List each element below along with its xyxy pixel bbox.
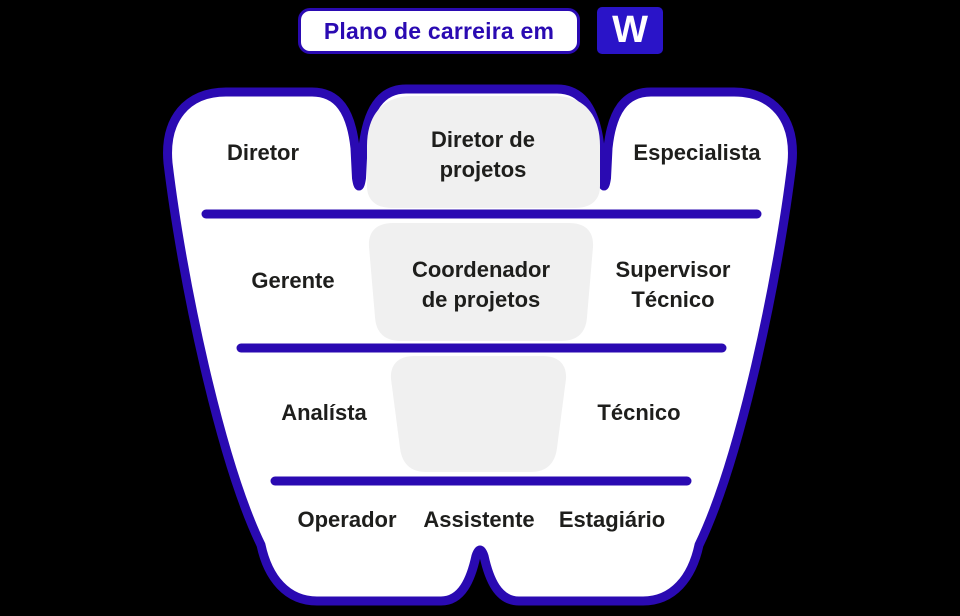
level-tecnico: Técnico [597, 400, 680, 425]
level-assistente: Assistente [423, 507, 534, 532]
title-box: Plano de carreira em [298, 8, 580, 54]
level-diretor-de-projetos-line2: projetos [440, 157, 527, 182]
level-coordenador-line2: de projetos [422, 287, 541, 312]
level-gerente: Gerente [251, 268, 334, 293]
w-badge-letter: W [612, 8, 648, 51]
level-analista: Analísta [281, 400, 367, 425]
level-operador: Operador [297, 507, 396, 532]
level-supervisor-line1: Supervisor [616, 257, 731, 282]
highlight-box-row3 [390, 356, 567, 472]
level-estagiario: Estagiário [559, 507, 665, 532]
page-title: Plano de carreira em [323, 17, 555, 44]
w-badge: W [597, 7, 663, 54]
level-diretor-de-projetos-line1: Diretor de [431, 127, 535, 152]
level-especialista: Especialista [633, 140, 761, 165]
highlight-box-row2 [368, 223, 594, 341]
highlight-box-row1 [367, 96, 600, 208]
level-diretor: Diretor [227, 140, 300, 165]
level-coordenador-line1: Coordenador [412, 257, 551, 282]
level-supervisor-line2: Técnico [631, 287, 714, 312]
